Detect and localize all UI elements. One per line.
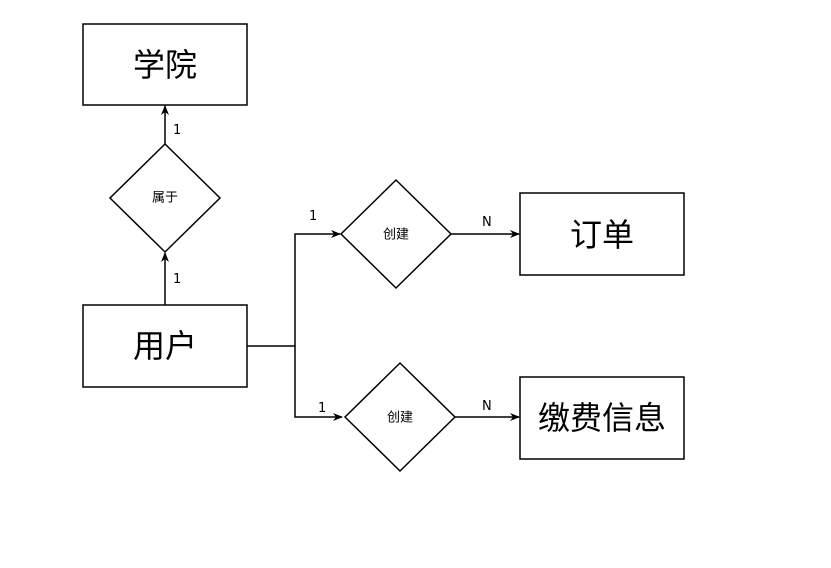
entity-user[interactable]: 用户 xyxy=(82,304,248,388)
cardinality-label: 1 xyxy=(173,272,181,287)
cardinality-label: 1 xyxy=(173,123,181,138)
cardinality-label: 1 xyxy=(318,401,326,416)
connectors xyxy=(161,105,520,421)
entity-college[interactable]: 学院 xyxy=(82,23,248,106)
entity-user-label: 用户 xyxy=(133,327,197,365)
relationship-create-order[interactable]: 创建 xyxy=(339,178,453,290)
relationship-create-payment[interactable]: 创建 xyxy=(343,361,457,473)
relationship-belongs-to[interactable]: 属于 xyxy=(108,142,222,254)
cardinality-label: 1 xyxy=(309,209,317,224)
relationship-belongs-to-label: 属于 xyxy=(152,191,178,206)
entity-college-label: 学院 xyxy=(133,46,197,84)
cardinality-label: N xyxy=(482,215,492,230)
entity-order[interactable]: 订单 xyxy=(519,192,685,276)
relationship-create-payment-label: 创建 xyxy=(387,411,413,426)
entity-payment-label: 缴费信息 xyxy=(538,399,666,437)
entity-payment[interactable]: 缴费信息 xyxy=(519,376,685,460)
edge-user-to-create-order xyxy=(247,230,341,347)
relationship-create-order-label: 创建 xyxy=(383,228,409,243)
entity-order-label: 订单 xyxy=(570,216,634,254)
cardinality-label: N xyxy=(482,399,492,414)
edge-user-to-create-payment xyxy=(294,346,343,421)
